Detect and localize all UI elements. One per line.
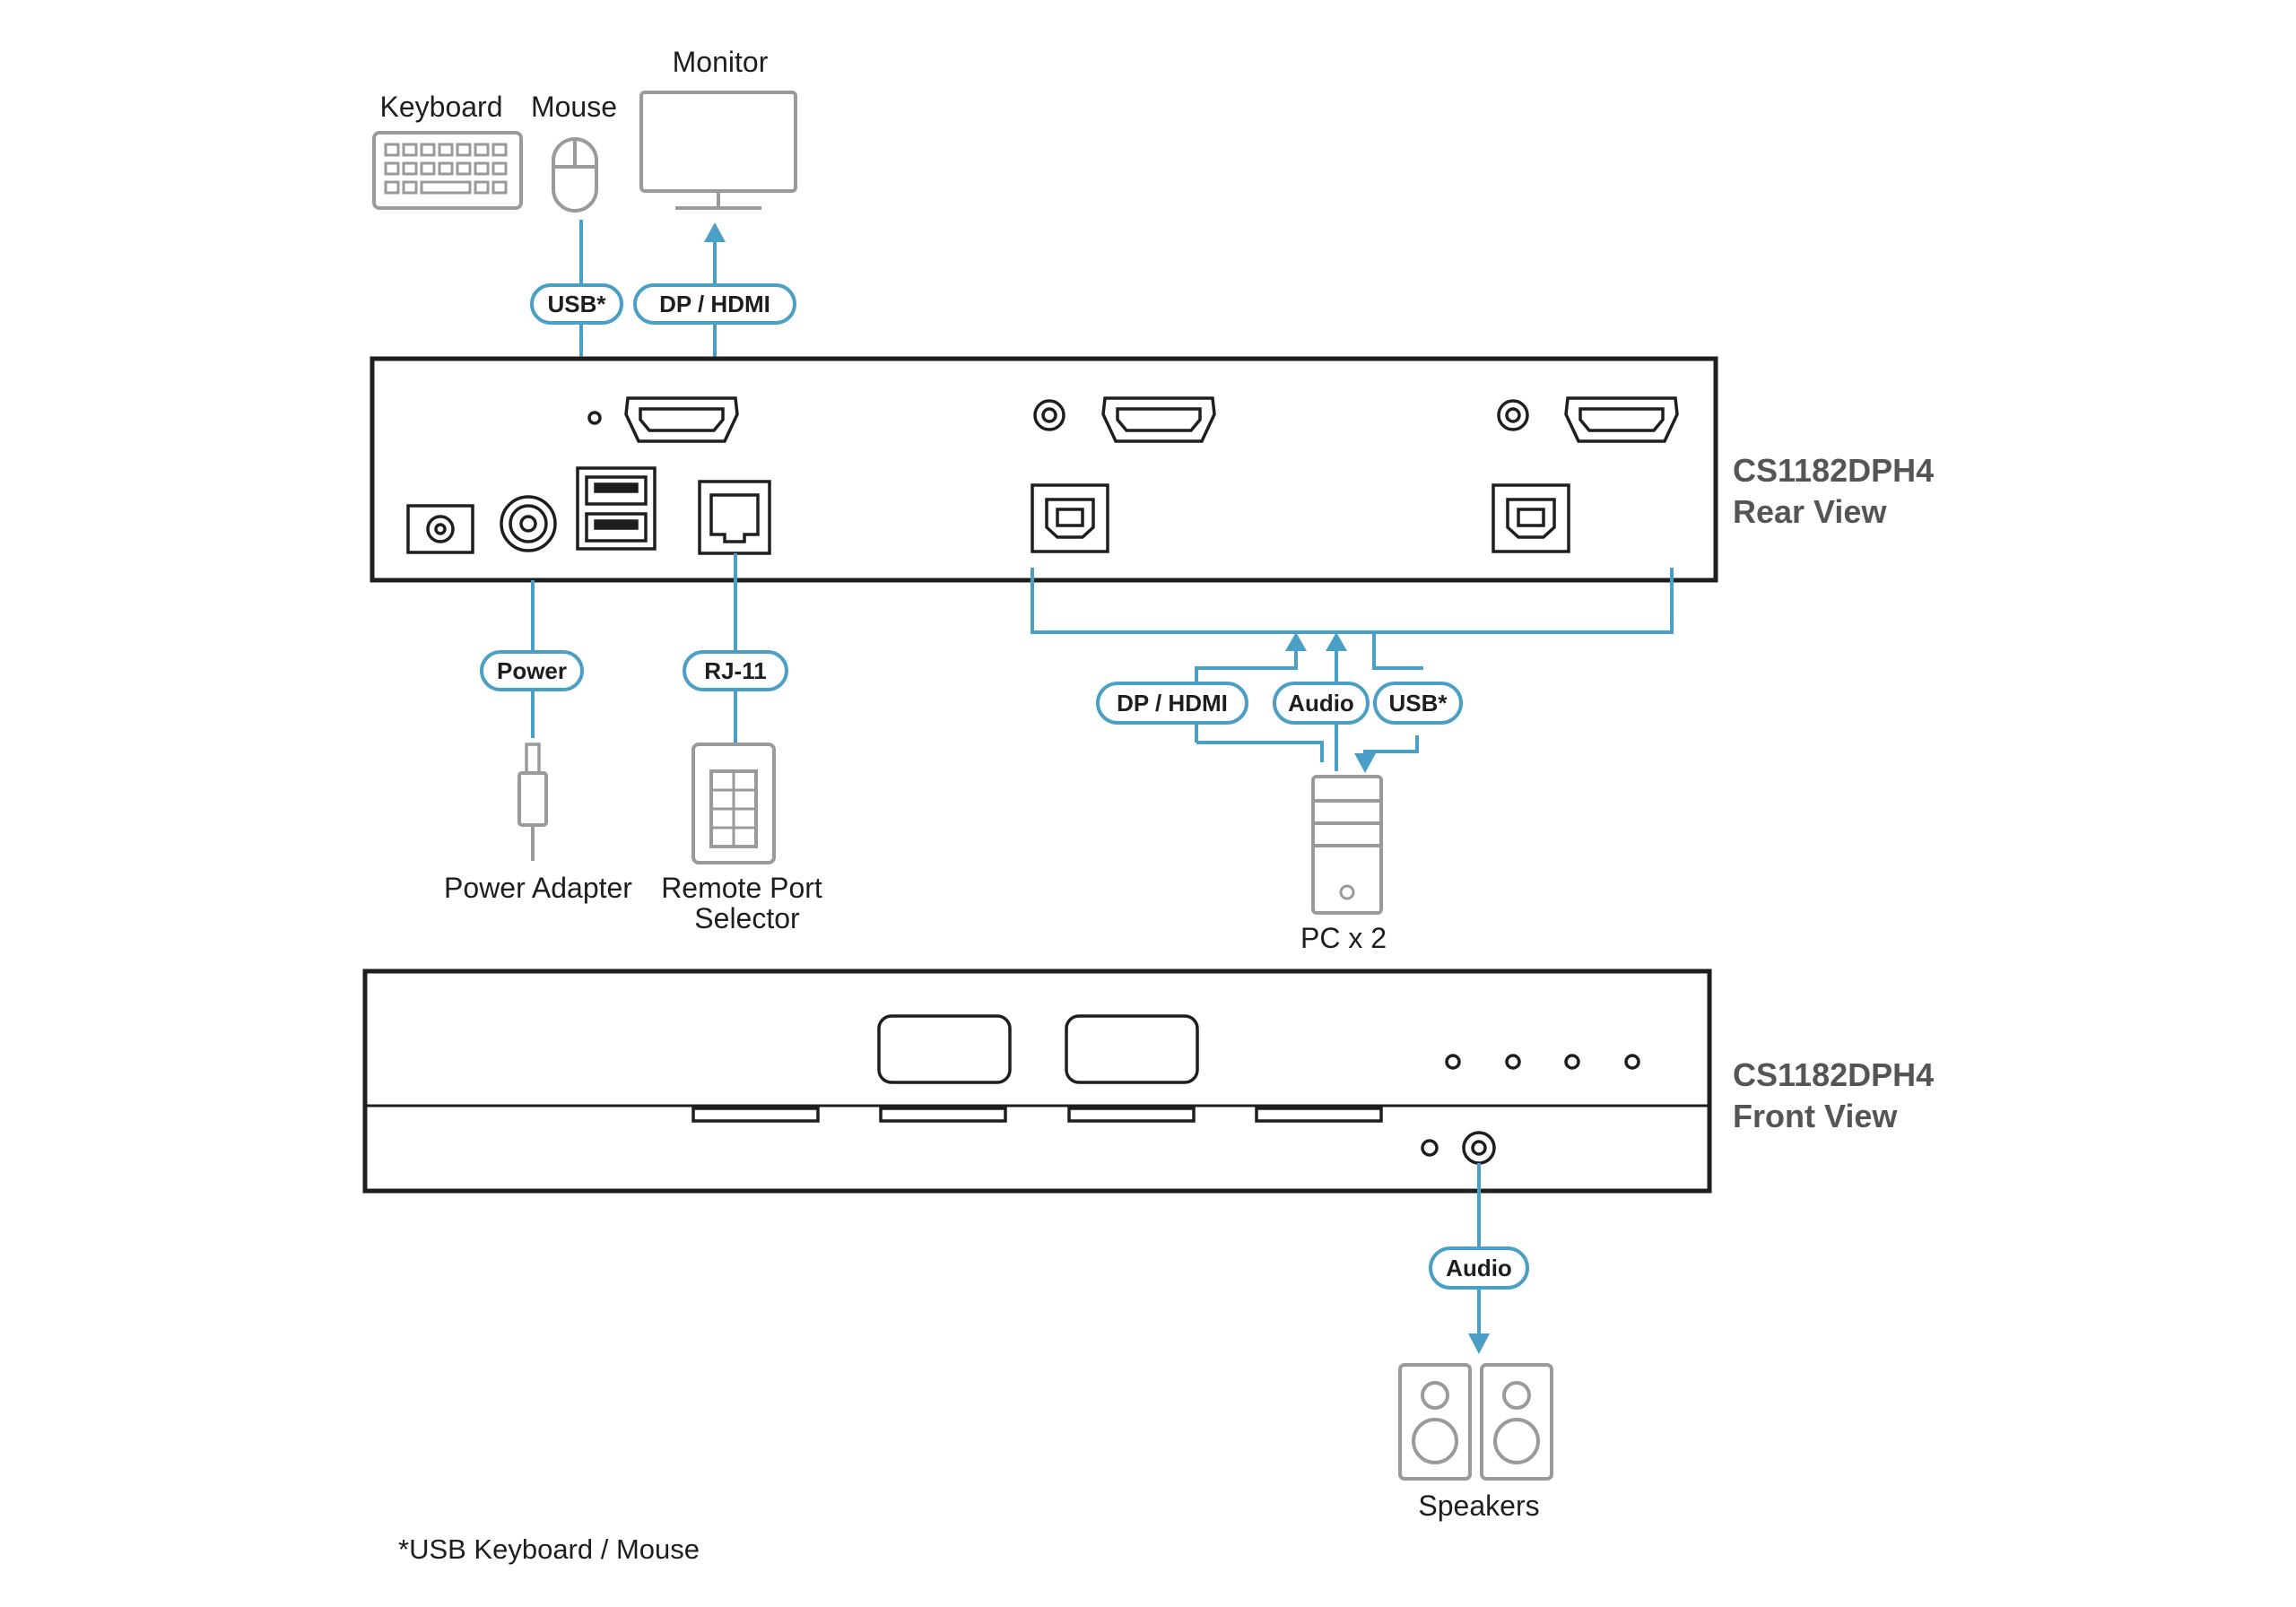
keyboard-label: Keyboard bbox=[380, 91, 503, 123]
front-view-label: Front View bbox=[1733, 1098, 1898, 1134]
front-slot-4 bbox=[1255, 1107, 1383, 1123]
front-indicator-led bbox=[1421, 1139, 1439, 1157]
front-led-2 bbox=[1505, 1054, 1521, 1070]
port-select-button-1 bbox=[877, 1014, 1012, 1084]
port-select-button-2 bbox=[1065, 1014, 1199, 1084]
remote-port-selector-label-line2: Selector bbox=[694, 902, 800, 934]
pc-dphdmi-cable-tag: DP / HDMI bbox=[1096, 682, 1248, 725]
svg-text:DP / HDMI: DP / HDMI bbox=[659, 291, 770, 317]
remote-port-selector-icon bbox=[691, 743, 776, 864]
rj11-cable-tag: RJ-11 bbox=[683, 650, 788, 691]
hdmi-port-pc1 bbox=[1101, 396, 1216, 443]
rj11-port bbox=[698, 480, 771, 555]
svg-text:RJ-11: RJ-11 bbox=[704, 657, 766, 684]
speakers-icon bbox=[1398, 1363, 1553, 1481]
svg-text:Audio: Audio bbox=[1288, 690, 1354, 717]
speakers-label: Speakers bbox=[1418, 1490, 1539, 1522]
monitor-label: Monitor bbox=[673, 46, 769, 78]
remote-port-selector-label-line1: Remote Port bbox=[661, 872, 822, 904]
front-slot-2 bbox=[879, 1107, 1007, 1123]
svg-text:Audio: Audio bbox=[1446, 1255, 1512, 1281]
rear-view-label: Rear View bbox=[1733, 493, 1887, 530]
front-audio-jack bbox=[1462, 1131, 1496, 1165]
keyboard-icon bbox=[372, 131, 523, 210]
power-adapter-icon bbox=[517, 743, 548, 861]
pc-bus-cable bbox=[1031, 568, 1674, 773]
mouse-label: Mouse bbox=[531, 91, 617, 123]
pc-tower-icon bbox=[1311, 775, 1383, 915]
usb-b-port-pc2 bbox=[1492, 483, 1570, 553]
svg-text:Power: Power bbox=[497, 657, 567, 684]
usb-a-ports bbox=[576, 466, 657, 551]
usb-b-port-pc1 bbox=[1031, 483, 1109, 553]
front-view-model: CS1182DPH4 bbox=[1733, 1056, 1934, 1093]
hdmi-port-console bbox=[624, 396, 739, 443]
indicator-led bbox=[587, 411, 602, 425]
speaker-audio-cable-tag: Audio bbox=[1429, 1247, 1529, 1290]
front-slot-1 bbox=[691, 1107, 820, 1123]
front-led-1 bbox=[1445, 1054, 1461, 1070]
audio-jack-pc1 bbox=[1033, 399, 1065, 431]
power-cable-tag: Power bbox=[480, 650, 584, 691]
front-view-unit bbox=[362, 969, 1712, 1194]
front-led-3 bbox=[1564, 1054, 1580, 1070]
monitor-icon bbox=[639, 91, 797, 210]
usb-footnote: *USB Keyboard / Mouse bbox=[398, 1533, 700, 1565]
hdmi-port-pc2 bbox=[1564, 396, 1679, 443]
power-adapter-label: Power Adapter bbox=[444, 872, 632, 904]
audio-jack-pc2 bbox=[1497, 399, 1529, 431]
pc-audio-cable-tag: Audio bbox=[1273, 682, 1370, 725]
svg-text:USB*: USB* bbox=[1388, 690, 1448, 717]
rear-view-unit bbox=[370, 356, 1718, 583]
pc-label: PC x 2 bbox=[1300, 922, 1387, 954]
front-slot-3 bbox=[1067, 1107, 1196, 1123]
dphdmi-cable-tag: DP / HDMI bbox=[633, 283, 796, 325]
svg-text:DP / HDMI: DP / HDMI bbox=[1117, 690, 1228, 717]
rear-view-model: CS1182DPH4 bbox=[1733, 452, 1934, 489]
power-switch bbox=[406, 504, 474, 554]
usb-cable-tag: USB* bbox=[530, 283, 623, 325]
mouse-icon bbox=[552, 137, 598, 213]
front-led-4 bbox=[1624, 1054, 1640, 1070]
power-jack bbox=[500, 495, 557, 552]
pc-usb-cable-tag: USB* bbox=[1373, 682, 1463, 725]
svg-text:USB*: USB* bbox=[547, 291, 606, 317]
